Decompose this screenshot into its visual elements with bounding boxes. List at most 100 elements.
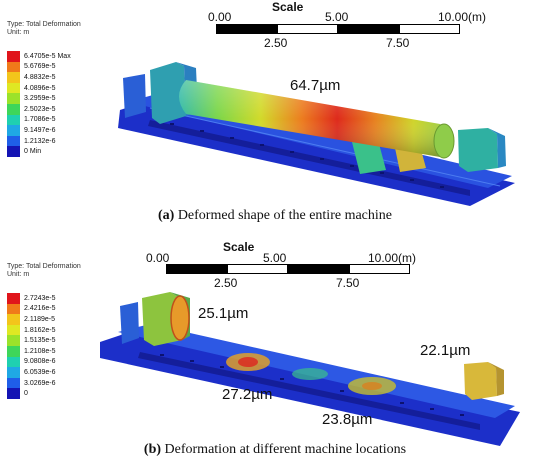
legend-entry: 0 Min xyxy=(7,146,81,157)
scale-tick-0: 0.00 xyxy=(208,10,232,24)
tailstock xyxy=(464,362,497,400)
legend-value-label: 3.0269e-6 xyxy=(24,379,56,387)
bed-right-deformation-label: 23.8µm xyxy=(322,411,373,428)
legend-color-swatch xyxy=(7,356,20,368)
legend-entry: 6.4705e-5 Max xyxy=(7,51,81,62)
legend-entry: 9.0808e-6 xyxy=(7,356,81,368)
legend-color-swatch xyxy=(7,114,20,126)
legend-color-swatch xyxy=(7,324,20,336)
legend-entry: 1.7086e-5 xyxy=(7,114,81,126)
panel-b-deformation-locations: Type: Total Deformation Unit: m 2.7243e-… xyxy=(0,236,550,472)
legend-entry: 9.1497e-6 xyxy=(7,125,81,136)
legend-type-label: Type: Total Deformation xyxy=(7,21,81,28)
legend-color-swatch xyxy=(7,314,20,325)
legend-entries: 2.7243e-5 2.4216e-5 2.1189e-5 1.8162e-5 1.51… xyxy=(7,293,81,399)
scale-segment xyxy=(216,24,277,34)
legend-value-label: 2.5023e-5 xyxy=(24,105,56,113)
legend-value-label: 2.4216e-5 xyxy=(24,305,56,313)
legend-value-label: 1.8162e-5 xyxy=(24,326,56,334)
scale-bar: Scale 0.00 5.00 10.00(m) 2.50 7.50 xyxy=(200,0,486,52)
legend-color-swatch xyxy=(7,367,20,378)
legend-color-swatch xyxy=(7,303,20,315)
machine-fe-model-a xyxy=(118,62,515,206)
scale-title: Scale xyxy=(223,240,255,254)
legend-entry: 3.0269e-6 xyxy=(7,377,81,389)
deformation-legend: Type: Total Deformation Unit: m 6.4705e-… xyxy=(7,21,81,157)
legend-entry: 0 xyxy=(7,388,81,399)
legend-unit-label: Unit: m xyxy=(7,29,30,36)
legend-color-swatch xyxy=(7,377,20,389)
deformation-legend: Type: Total Deformation Unit: m 2.7243e-… xyxy=(7,263,81,399)
caption-a-text: Deformed shape of the entire machine xyxy=(174,208,392,223)
legend-value-label: 6.0539e-6 xyxy=(24,368,56,376)
legend-value-label: 4.0896e-5 xyxy=(24,84,56,92)
legend-color-swatch xyxy=(7,135,20,147)
legend-color-swatch xyxy=(7,293,20,304)
legend-color-swatch xyxy=(7,388,20,399)
tailstock-deformation-label: 22.1µm xyxy=(420,342,471,359)
legend-entry: 1.8162e-5 xyxy=(7,324,81,336)
legend-value-label: 2.1189e-5 xyxy=(24,315,56,323)
headstock xyxy=(150,62,186,124)
legend-entry: 2.5023e-5 xyxy=(7,103,81,115)
legend-entry: 5.6769e-5 xyxy=(7,61,81,73)
scale-tick-5: 5.00 xyxy=(325,10,349,24)
legend-value-label: 2.7243e-5 xyxy=(24,294,56,302)
legend-color-swatch xyxy=(7,72,20,83)
headstock-deformation-label: 25.1µm xyxy=(198,305,249,322)
legend-value-label: 5.6769e-5 xyxy=(24,63,56,71)
legend-unit-label: Unit: m xyxy=(7,271,30,278)
scale-segment xyxy=(166,264,227,274)
legend-value-label: 1.2132e-6 xyxy=(24,137,56,145)
caption-a-label: (a) xyxy=(157,208,175,223)
legend-color-swatch xyxy=(7,82,20,94)
scale-segment xyxy=(349,264,410,274)
bed-rail xyxy=(148,120,470,196)
scale-segment xyxy=(399,24,460,34)
tailstock xyxy=(458,128,498,172)
caption-b-label: (b) xyxy=(143,442,162,457)
legend-value-label: 0 Min xyxy=(24,148,42,156)
legend-entry: 2.4216e-5 xyxy=(7,303,81,315)
caption-a: (a) Deformed shape of the entire machine xyxy=(0,208,550,224)
scale-tick-7-5: 7.50 xyxy=(336,276,360,290)
scale-tick-2-5: 2.50 xyxy=(214,276,238,290)
carriage xyxy=(352,140,386,174)
legend-value-label: 9.1497e-6 xyxy=(24,126,56,134)
legend-value-label: 1.7086e-5 xyxy=(24,116,56,124)
legend-value-label: 3.2959e-5 xyxy=(24,95,56,103)
caption-b: (b) Deformation at different machine loc… xyxy=(0,442,550,458)
scale-tick-10: 10.00(m) xyxy=(438,10,487,24)
scale-tick-10: 10.00(m) xyxy=(368,251,417,265)
legend-entry: 3.2959e-5 xyxy=(7,93,81,104)
legend-value-label: 9.0808e-6 xyxy=(24,358,56,366)
machine-fe-model-b xyxy=(100,292,520,446)
scale-tick-5: 5.00 xyxy=(263,251,287,265)
bed-rail xyxy=(138,352,480,430)
caption-b-text: Deformation at different machine locatio… xyxy=(161,442,407,457)
legend-entry: 2.7243e-5 xyxy=(7,293,81,304)
legend-type-label: Type: Total Deformation xyxy=(7,263,81,270)
scale-segment xyxy=(288,264,349,274)
scale-tick-7-5: 7.50 xyxy=(386,36,410,50)
legend-value-label: 0 xyxy=(24,390,28,398)
legend-value-label: 1.2108e-5 xyxy=(24,347,56,355)
scale-segment xyxy=(277,24,338,34)
legend-value-label: 1.5135e-5 xyxy=(24,337,56,345)
legend-color-swatch xyxy=(7,345,20,357)
legend-color-swatch xyxy=(7,125,20,136)
legend-color-swatch xyxy=(7,61,20,73)
scale-segment xyxy=(338,24,399,34)
scale-tick-2-5: 2.50 xyxy=(264,36,288,50)
scale-title: Scale xyxy=(272,0,304,14)
legend-color-swatch xyxy=(7,146,20,157)
bed-left-deformation-label: 27.2µm xyxy=(222,386,273,403)
max-deformation-label: 64.7µm xyxy=(290,77,341,94)
legend-color-swatch xyxy=(7,103,20,115)
legend-value-label: 6.4705e-5 Max xyxy=(24,52,71,60)
legend-entry: 1.5135e-5 xyxy=(7,335,81,346)
scale-tick-0: 0.00 xyxy=(146,251,170,265)
legend-color-swatch xyxy=(7,93,20,104)
legend-entry: 2.1189e-5 xyxy=(7,314,81,325)
